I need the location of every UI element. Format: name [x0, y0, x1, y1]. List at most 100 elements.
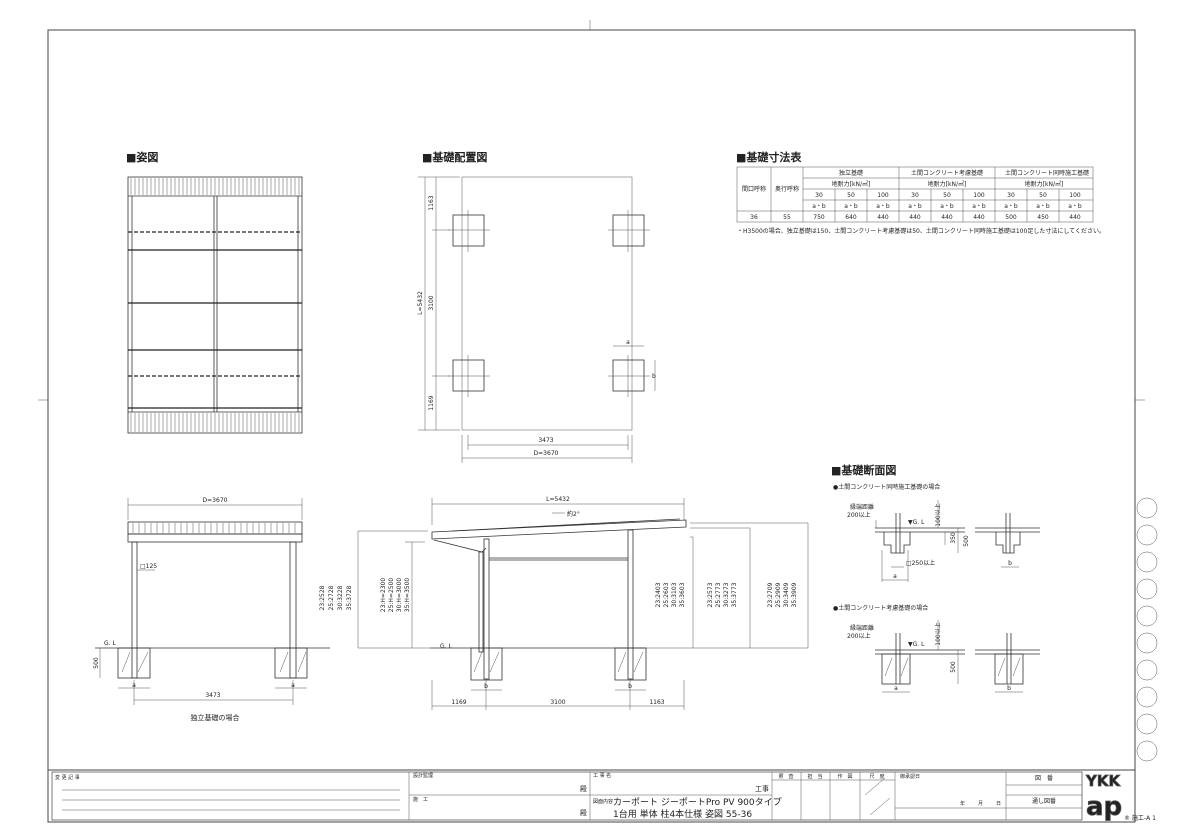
height-dim: 30:3103	[671, 582, 678, 607]
dim-depth: D=3670	[534, 450, 559, 457]
dim-top: 1163	[428, 195, 435, 210]
row-frontage: 36	[750, 214, 758, 221]
bearing-capacity: 30	[911, 192, 919, 199]
ab-label: a・b	[1036, 203, 1050, 210]
foundation-dimension-table: ■基礎寸法表 間口呼称 奥行呼称 独立基礎 土間コンクリート考慮基礎 土間コンク…	[736, 150, 1105, 235]
ab-label: a・b	[844, 203, 858, 210]
foundation-depth: 500	[93, 657, 100, 669]
depth-500: 500	[950, 661, 957, 673]
table-value: 440	[941, 214, 953, 221]
dim-b: b	[484, 683, 488, 690]
span-dim: 1163	[649, 699, 664, 706]
approval-scale: 尺 度	[869, 773, 884, 780]
dim-a: a	[893, 573, 897, 580]
svg-text:YKK: YKK	[1085, 772, 1121, 790]
bearing-capacity: 50	[847, 192, 855, 199]
table-value: 440	[877, 214, 889, 221]
span-dim: 3100	[550, 699, 565, 706]
ab-label: a・b	[908, 203, 922, 210]
case1-label: ●土間コンクリート同時施工基礎の場合	[833, 483, 940, 491]
height-dim: 23:2403	[655, 582, 662, 607]
height-dim: 35:H=3500	[404, 578, 411, 613]
table-title: ■基礎寸法表	[736, 150, 802, 164]
bearing-capacity: 100	[1069, 192, 1081, 199]
height-dim: 25:H=2500	[388, 578, 395, 613]
foundation-layout-view: ■基礎配置図 1163 3100 1169 L=5432 3473 D=3670…	[417, 150, 656, 463]
elevation-view-title: ■姿図	[126, 150, 158, 164]
drawing-no-label: 図 番	[1035, 775, 1053, 782]
col-frontage: 間口呼称	[742, 185, 766, 193]
sheet-number: ® 施工-A 1	[1124, 814, 1156, 822]
case2-label: ●土間コンクリート考慮基礎の場合	[833, 604, 928, 612]
slope-label: 約2°	[567, 510, 580, 518]
approval-check: 照 査	[778, 773, 793, 780]
height-dim: 25:2773	[715, 582, 722, 607]
gl-label: G. L	[104, 640, 116, 647]
ab-label: a・b	[940, 203, 954, 210]
dim-b: b	[628, 683, 632, 690]
table-value: 500	[1005, 214, 1017, 221]
height-dim: 25:2728	[328, 585, 335, 610]
height-dim: 23:2573	[707, 582, 714, 607]
depth-350: 350	[950, 532, 957, 544]
dim-length: L=5432	[417, 291, 424, 315]
month-unit: 月	[978, 801, 983, 807]
gl-label: G. L	[440, 643, 452, 650]
dim-a: a	[132, 682, 136, 689]
group-sub: 地耐力[kN/㎡]	[832, 180, 871, 188]
depth-500: 500	[963, 535, 970, 547]
ykk-ap-logo: YKK ap	[1085, 772, 1123, 823]
edge-distance: 縁端距離	[850, 503, 874, 511]
bearing-capacity: 30	[1007, 192, 1015, 199]
svg-text:ap: ap	[1086, 792, 1122, 822]
front-span: 3473	[205, 692, 220, 699]
dim-b: b	[1007, 685, 1011, 692]
dim-b: b	[1008, 560, 1012, 567]
elevation-plan-view: ■姿図	[126, 150, 303, 434]
project-suffix: 工事	[755, 784, 769, 793]
title-block: 変 更 記 事 設計監理 殿 施 工 殿 工 事 名 工事 図面内容 カーポート…	[48, 769, 1156, 823]
height-dim: 35:3909	[791, 582, 798, 607]
dim-b: b	[652, 373, 656, 380]
contractor-label: 施 工	[413, 796, 428, 803]
year-unit: 年	[960, 800, 965, 807]
sheet-frame	[38, 20, 1158, 823]
ab-label: a・b	[1068, 203, 1082, 210]
table-value: 750	[813, 214, 825, 221]
front-caption: 独立基礎の場合	[191, 713, 240, 722]
height-dim: 30:H=3000	[396, 578, 403, 613]
project-name-label: 工 事 名	[593, 772, 611, 779]
front-elevation: D=3670 □125 G. L 500 a a 3473 独立基礎の場合 23…	[93, 497, 353, 722]
table-value: 440	[973, 214, 985, 221]
ab-label: a・b	[1004, 203, 1018, 210]
change-log-label: 変 更 記 事	[55, 774, 80, 781]
table-value: 440	[1069, 214, 1081, 221]
group-name: 土間コンクリート同時施工基礎	[1005, 169, 1089, 177]
layout-view-title: ■基礎配置図	[422, 150, 487, 164]
foundation-section-view: ■基礎断面図 ●土間コンクリート同時施工基礎の場合 ●土間コンクリート考慮基礎の…	[831, 463, 1040, 693]
design-supervisor-label: 設計監理	[413, 772, 433, 779]
span-dim: 1169	[451, 699, 466, 706]
side-length: L=5432	[546, 496, 570, 503]
drawing-content-label: 図面内容	[593, 798, 613, 805]
height-dim: 23:2528	[319, 585, 326, 610]
group-name: 土間コンクリート考慮基礎	[911, 169, 983, 177]
height-dim: 30:3409	[783, 582, 790, 607]
height-dim: 30:3273	[723, 582, 730, 607]
edge-distance-min: 200以上	[847, 511, 870, 519]
serial-label: 通し図番	[1032, 797, 1056, 805]
dim-a: a	[894, 685, 898, 692]
height-dim: 25:2603	[663, 582, 670, 607]
dim-inner-width: 3473	[538, 437, 553, 444]
bearing-capacity: 100	[973, 192, 985, 199]
bearing-capacity: 100	[877, 192, 889, 199]
honorific: 殿	[580, 785, 587, 793]
table-value: 440	[909, 214, 921, 221]
min-100: 100以上	[934, 503, 942, 526]
drawing-line2: 1台用 単体 柱4本仕様 姿図 55-36	[613, 808, 752, 820]
dim-mid: 3100	[428, 295, 435, 310]
height-dim: 25:2909	[775, 582, 782, 607]
height-dim: 35:3603	[679, 582, 686, 607]
